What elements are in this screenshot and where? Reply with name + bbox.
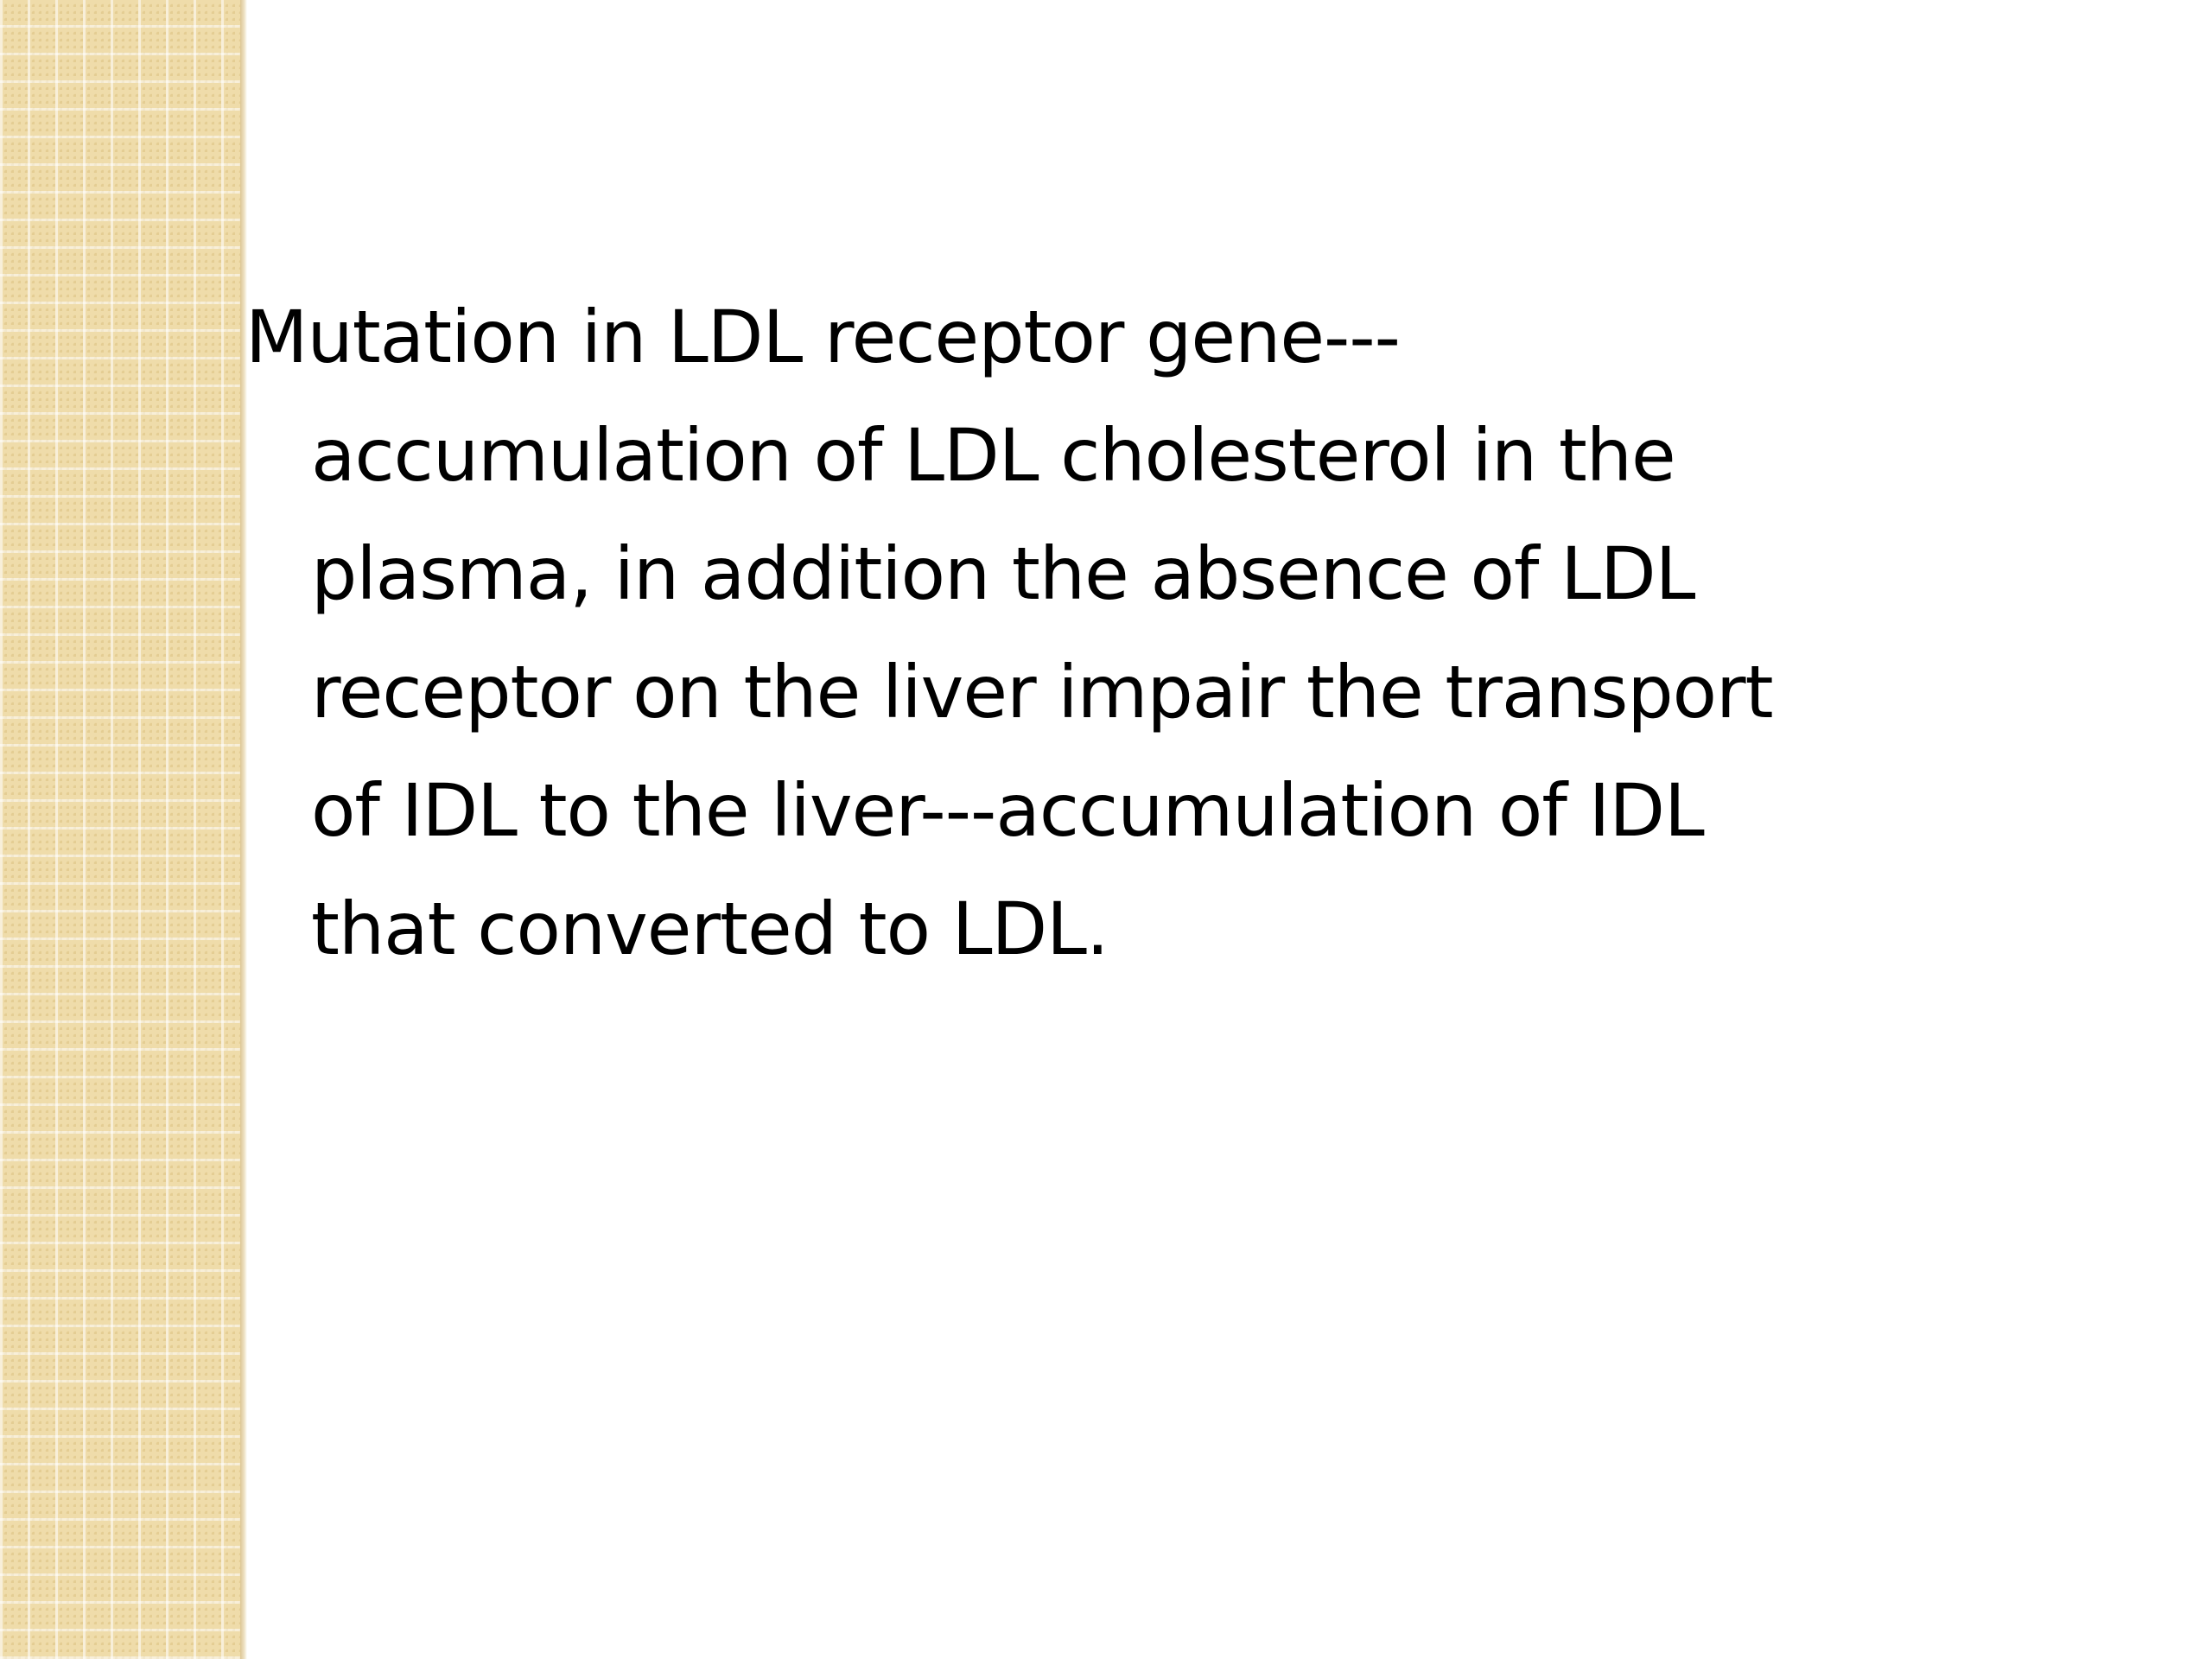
- body-line: Mutation in LDL receptor gene---: [245, 295, 1401, 379]
- body-line: receptor on the liver impair the transpo…: [311, 650, 1774, 734]
- body-line: that converted to LDL.: [311, 887, 1109, 971]
- body-line: of IDL to the liver---accumulation of ID…: [311, 768, 1705, 853]
- side-panel-shadow: [240, 0, 247, 1659]
- slide-body-paragraph: Mutation in LDL receptor gene--- accumul…: [245, 278, 2108, 988]
- body-line: accumulation of LDL cholesterol in the: [311, 413, 1676, 498]
- decorative-side-panel: [0, 0, 245, 1659]
- body-line: plasma, in addition the absence of LDL: [311, 531, 1695, 616]
